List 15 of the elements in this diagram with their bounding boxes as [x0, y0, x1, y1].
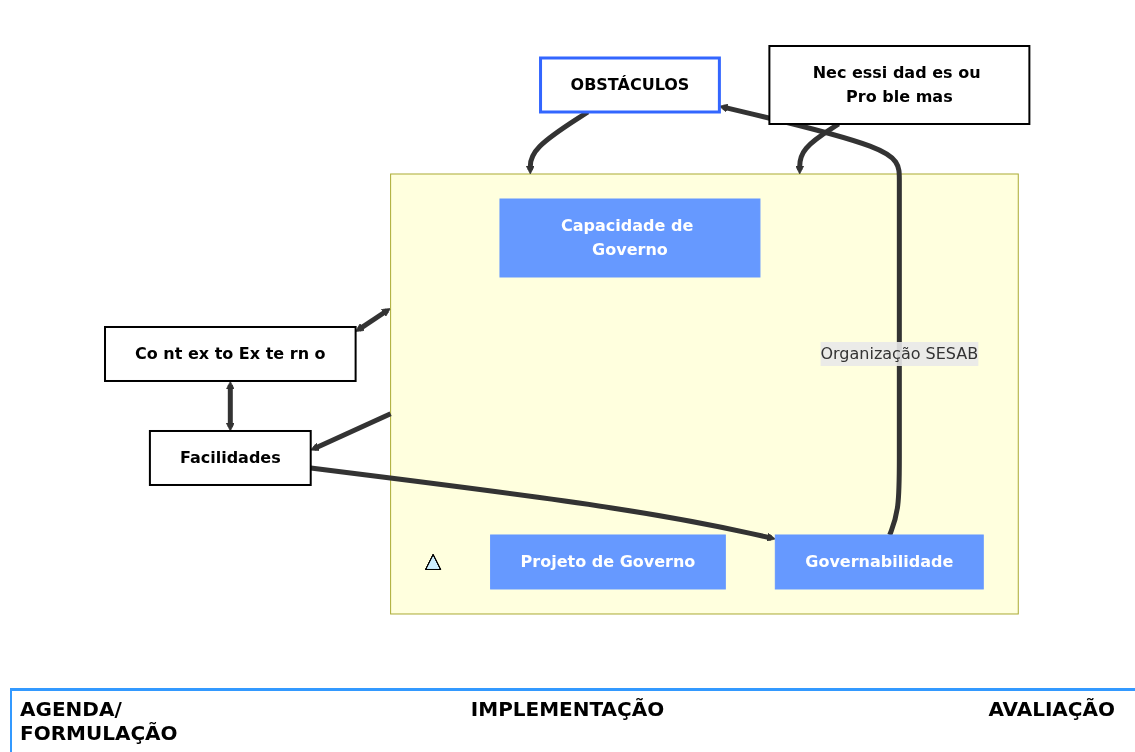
node-box: Projeto de Governo [490, 534, 727, 590]
arrow [226, 381, 235, 432]
node-box: Capacidade de Governo [499, 198, 761, 278]
node-box: Co nt ex to Ex te rn o [104, 326, 357, 382]
phase-label: AGENDA/ FORMULAÇÃO [20, 697, 179, 747]
node-box: Facilidades [149, 430, 312, 486]
arrow [719, 103, 903, 536]
phase-label: IMPLEMENTAÇÃO [469, 697, 666, 723]
node-box: Nec essi dad es ou Pro ble mas [768, 45, 1031, 125]
arrow [355, 308, 391, 332]
edge-label: Organização SESAB [820, 343, 979, 363]
node-box: OBSTÁCULOS [539, 56, 722, 114]
node-box: Governabilidade [775, 534, 985, 590]
phase-label: AVALIAÇÃO [987, 697, 1115, 723]
cluster [390, 173, 1020, 615]
